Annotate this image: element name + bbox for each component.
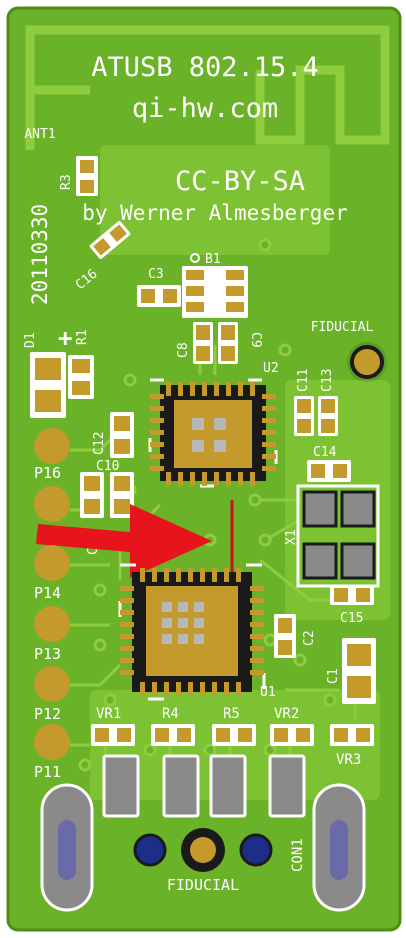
shield-right — [312, 783, 366, 912]
component-vr2: VR2 — [270, 706, 314, 746]
component-r4: R4 — [151, 706, 195, 746]
pad-p13: P13 — [34, 606, 70, 663]
fiducial-top: FIDUCIAL — [311, 320, 387, 382]
label-ant1: ANT1 — [24, 127, 55, 142]
label-c14: C14 — [313, 445, 337, 460]
label-c11: C11 — [296, 369, 311, 392]
board-outline — [6, 6, 402, 932]
component-c12: C12 — [92, 412, 134, 458]
label-p13: P13 — [34, 645, 61, 663]
label-d1: D1 — [23, 332, 38, 348]
component-c8: C8 — [176, 322, 213, 364]
component-c15: C15 — [330, 585, 374, 626]
label-u2: U2 — [263, 361, 279, 376]
component-c2: C2 — [274, 614, 317, 658]
label-vr3: VR3 — [336, 752, 361, 768]
license-text: CC-BY-SA — [175, 166, 305, 197]
label-c10: C10 — [96, 459, 119, 474]
label-c13: C13 — [320, 369, 335, 392]
label-fiducial-top: FIDUCIAL — [311, 320, 374, 335]
label-c2: C2 — [302, 630, 317, 646]
component-r5: R5 — [212, 706, 256, 746]
pad-p15 — [34, 486, 70, 522]
antenna-trace — [25, 25, 390, 150]
component-vr3: VR3 — [330, 724, 374, 768]
label-p11: P11 — [34, 763, 61, 781]
component-c1: C1 — [326, 638, 376, 704]
label-c12: C12 — [92, 432, 107, 455]
label-r4: R4 — [162, 706, 179, 722]
shield-left — [40, 783, 94, 912]
label-vr2: VR2 — [274, 706, 299, 722]
component-d1 — [30, 352, 66, 418]
label-p14: P14 — [34, 584, 61, 602]
usb-connector-con1: CON1 — [40, 754, 366, 912]
label-c15: C15 — [340, 611, 363, 626]
label-p12: P12 — [34, 705, 61, 723]
component-c11: C11 — [294, 369, 314, 436]
label-fiducial-bottom: FIDUCIAL — [167, 876, 239, 894]
pad-p12: P12 — [34, 666, 70, 723]
component-r3: R3 — [59, 156, 98, 196]
label-c3: C3 — [148, 267, 164, 282]
author-text: by Werner Almesberger — [82, 201, 348, 225]
label-c8: C8 — [176, 342, 191, 358]
label-r3: R3 — [59, 174, 74, 190]
label-c1: C1 — [326, 668, 341, 684]
label-r1: R1 — [75, 329, 90, 345]
title-line1: ATUSB 802.15.4 — [91, 52, 319, 83]
date-text: 20110330 — [28, 204, 52, 305]
fiducial-bottom: FIDUCIAL — [133, 828, 273, 894]
label-c9: C9 — [248, 332, 263, 348]
title-line2: qi-hw.com — [132, 93, 278, 124]
pad-p11: P11 — [34, 724, 70, 781]
label-b1: B1 — [205, 252, 221, 267]
annotation-arrow — [36, 504, 212, 578]
label-con1: CON1 — [290, 838, 306, 872]
plus-mark: + — [58, 324, 72, 352]
component-c10 — [80, 472, 104, 518]
component-c16 — [89, 221, 131, 259]
label-p16: P16 — [34, 464, 61, 482]
component-c14: C14 — [307, 445, 351, 482]
component-c9: C9 — [218, 322, 263, 364]
pad-p16: P16 — [34, 428, 70, 482]
component-r1: R1 — [68, 329, 94, 399]
ic-u1: U1 — [118, 563, 276, 701]
label-r5: R5 — [223, 706, 240, 722]
component-b1: B1 — [182, 252, 248, 318]
component-c3: C3 — [137, 267, 181, 307]
label-u1: U1 — [260, 685, 276, 700]
component-vr1: VR1 — [91, 706, 135, 746]
label-x1: X1 — [284, 529, 299, 545]
component-x1: X1 — [284, 484, 380, 588]
label-vr1: VR1 — [96, 706, 121, 722]
pad-p14: P14 — [34, 545, 70, 602]
ic-u2: U2 — [148, 361, 279, 488]
component-c13: C13 — [318, 369, 338, 436]
